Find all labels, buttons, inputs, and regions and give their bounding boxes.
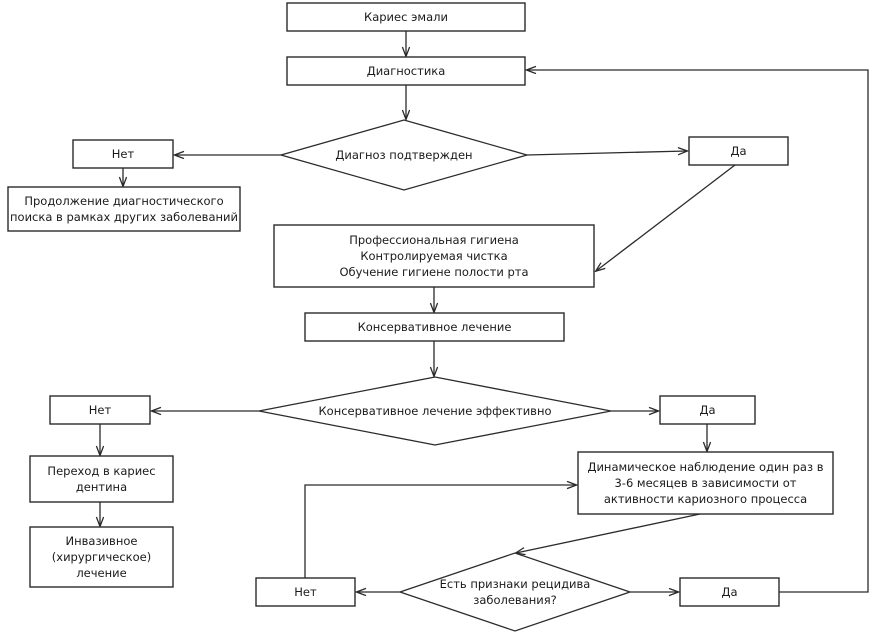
box-shape-continue-search [7, 186, 241, 232]
box-shape-diagnosis-yes [688, 136, 789, 166]
node-label-diagnosis-confirmed: Диагноз подтвержден [335, 148, 472, 162]
box-shape-diagnosis-no [72, 139, 174, 169]
node-relapse-no: Нет [255, 577, 356, 607]
node-treatment-yes: Да [659, 395, 756, 425]
connector-relapse-yes-to-diagnostics [527, 70, 869, 593]
node-diagnostics: Диагностика [286, 56, 526, 86]
box-shape-conservative-treatment [304, 312, 565, 342]
node-label-treatment-no: Нет [89, 403, 112, 417]
node-label-diagnosis-no: Нет [112, 147, 135, 161]
box-shape-diagnostics [286, 56, 526, 86]
connector-follow-up-to-relapse-signs [516, 513, 701, 553]
box-shape-treatment-no [49, 395, 151, 425]
node-label-diagnostics: Диагностика [367, 64, 446, 78]
node-invasive-treatment: Инвазивное(хирургическое)лечение [29, 526, 174, 588]
node-label-relapse-yes: Да [721, 585, 737, 599]
box-shape-hygiene [273, 224, 595, 288]
box-shape-relapse-yes [679, 577, 780, 607]
node-treatment-no: Нет [49, 395, 151, 425]
box-shape-follow-up [577, 451, 834, 515]
node-label-diagnosis-yes: Да [730, 144, 746, 158]
box-shape-invasive-treatment [29, 526, 174, 588]
connectors-layer [100, 31, 869, 593]
connector-diagnosis-confirmed-to-diagnosis-yes [526, 151, 687, 156]
decision-shape-diagnosis-confirmed [278, 119, 530, 191]
node-label-conservative-treatment: Консервативное лечение [358, 320, 512, 334]
node-label-treatment-effective: Консервативное лечение эффективно [319, 404, 552, 418]
node-conservative-treatment: Консервативное лечение [304, 312, 565, 342]
box-shape-dentin-caries [29, 455, 174, 503]
node-treatment-effective: Консервативное лечение эффективно [258, 376, 612, 446]
decision-shape-treatment-effective [258, 376, 612, 446]
node-relapse-yes: Да [679, 577, 780, 607]
node-label-start: Кариес эмали [364, 10, 448, 24]
node-label-relapse-no: Нет [294, 585, 317, 599]
connector-diagnosis-yes-to-hygiene [596, 164, 736, 271]
node-diagnosis-yes: Да [688, 136, 789, 166]
box-shape-treatment-yes [659, 395, 756, 425]
node-diagnosis-no: Нет [72, 139, 174, 169]
node-label-invasive-treatment: Инвазивное(хирургическое)лечение [52, 534, 151, 580]
box-shape-start [286, 2, 526, 32]
node-start: Кариес эмали [286, 2, 526, 32]
decision-shape-relapse-signs [397, 552, 633, 632]
box-shape-relapse-no [255, 577, 356, 607]
connector-relapse-no-to-follow-up [304, 485, 576, 578]
node-diagnosis-confirmed: Диагноз подтвержден [278, 119, 530, 191]
node-label-treatment-yes: Да [699, 403, 715, 417]
